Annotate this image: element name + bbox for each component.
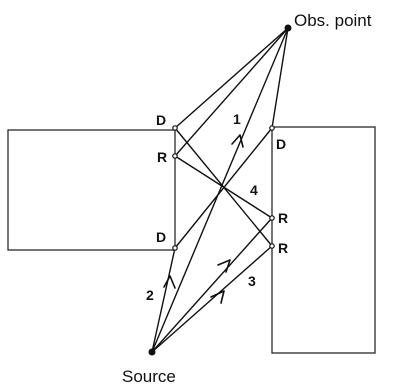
ray-left-r-to-obs bbox=[174, 27, 289, 157]
right-building bbox=[271, 126, 376, 354]
upper-right-reflection-marker bbox=[269, 215, 275, 221]
top-diffraction-marker bbox=[172, 125, 178, 131]
label-d-bottom-left: D bbox=[156, 229, 166, 245]
obs-point-marker bbox=[284, 24, 292, 32]
label-r-left: R bbox=[157, 149, 167, 165]
ray-source-to-lower-diffraction bbox=[151, 247, 176, 353]
ray-right-corner-to-obs bbox=[271, 27, 289, 129]
label-path-3: 3 bbox=[248, 273, 256, 289]
arrow-path-1 bbox=[231, 134, 244, 148]
label-path-2: 2 bbox=[146, 287, 154, 303]
label-r-right-upper: R bbox=[278, 210, 288, 226]
left-building bbox=[7, 129, 176, 251]
source-label: Source bbox=[122, 367, 176, 385]
left-reflection-marker bbox=[172, 153, 178, 159]
label-path-1: 1 bbox=[233, 111, 241, 127]
arrow-to-upper-reflection bbox=[217, 259, 231, 273]
rays bbox=[151, 27, 289, 353]
label-r-right-lower: R bbox=[278, 240, 288, 256]
ray-source-to-lower-reflection bbox=[151, 245, 273, 353]
ray-source-to-upper-reflection bbox=[151, 217, 273, 353]
arrow-path-2 bbox=[163, 275, 176, 289]
label-path-4: 4 bbox=[250, 182, 258, 198]
lower-diffraction-marker bbox=[172, 245, 178, 251]
lower-right-reflection-marker bbox=[269, 243, 275, 249]
right-corner-marker bbox=[269, 125, 275, 131]
ray-direct-path-1 bbox=[151, 27, 289, 353]
label-d-right: D bbox=[276, 136, 286, 152]
label-d-top-left: D bbox=[156, 112, 166, 128]
ray-top-d-to-obs bbox=[174, 27, 289, 129]
ray-lower-reflection-to-top-d bbox=[174, 127, 273, 247]
arrow-path-3 bbox=[210, 290, 225, 304]
source-marker bbox=[148, 348, 156, 356]
arrows bbox=[163, 134, 244, 304]
obs-point-label: Obs. point bbox=[294, 11, 372, 30]
